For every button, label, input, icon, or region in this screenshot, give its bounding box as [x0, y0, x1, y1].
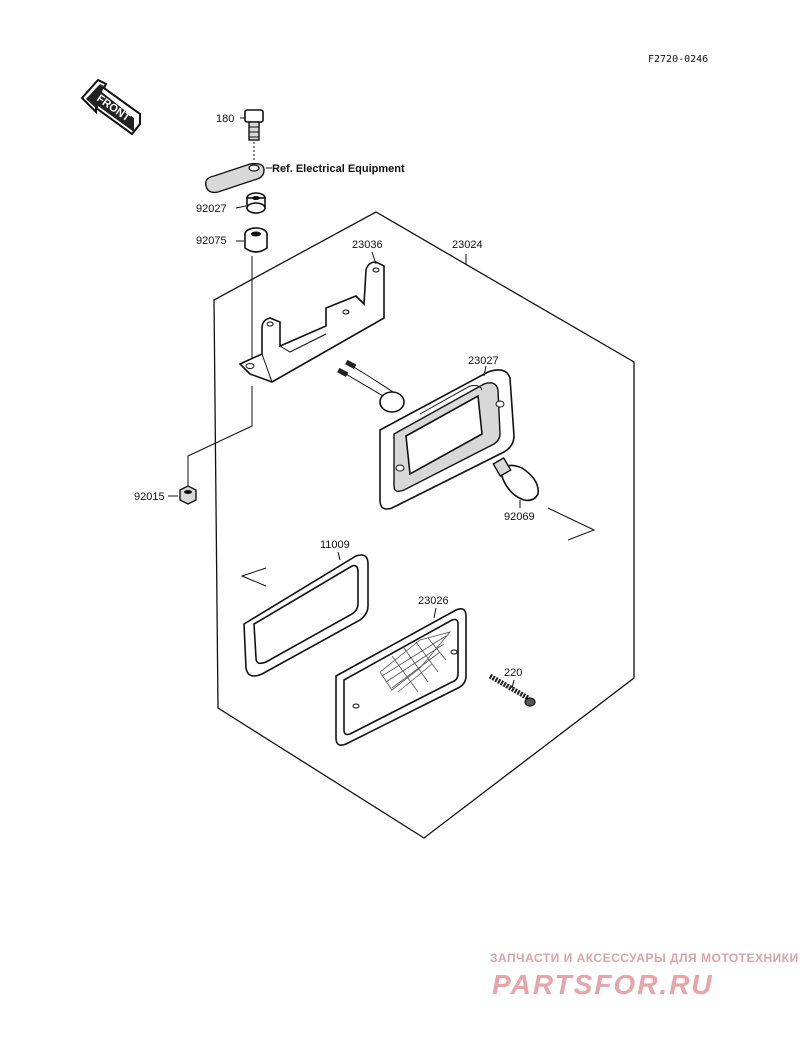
reference-note: Ref. Electrical Equipment [272, 163, 405, 175]
gasket-11009 [243, 554, 369, 677]
grommet-92075 [244, 227, 268, 253]
label-11009: 11009 [320, 539, 350, 551]
label-23036: 23036 [352, 239, 383, 251]
watermark: ЗАПЧАСТИ И АКСЕССУАРЫ ДЛЯ МОТОТЕХНИКИ PA… [490, 951, 799, 1000]
bulb-92069 [492, 456, 539, 502]
diagram-code: F2720-0246 [648, 54, 708, 65]
screw-220 [488, 673, 536, 707]
label-220: 220 [504, 667, 522, 679]
label-23026: 23026 [418, 595, 449, 607]
label-180: 180 [216, 113, 234, 125]
lens-23026 [335, 608, 467, 746]
assembly-outline [213, 211, 635, 839]
terminal-lug [204, 162, 265, 194]
housing-23027 [337, 359, 515, 510]
watermark-logo: PARTSFOR.RU [492, 969, 714, 1000]
label-92069: 92069 [504, 511, 535, 523]
lens-pattern [379, 631, 452, 693]
front-arrow-icon: FRONT [80, 78, 141, 136]
label-92075: 92075 [196, 235, 227, 247]
bracket-23036 [238, 261, 385, 383]
label-23024: 23024 [452, 239, 483, 251]
watermark-caption: ЗАПЧАСТИ И АКСЕССУАРЫ ДЛЯ МОТОТЕХНИКИ [490, 951, 799, 965]
label-92027: 92027 [196, 203, 227, 215]
label-92015: 92015 [134, 491, 165, 503]
nut-92015 [179, 485, 197, 505]
collar-92027 [246, 192, 266, 214]
label-23027: 23027 [468, 355, 499, 367]
bolt-180 [240, 109, 264, 141]
